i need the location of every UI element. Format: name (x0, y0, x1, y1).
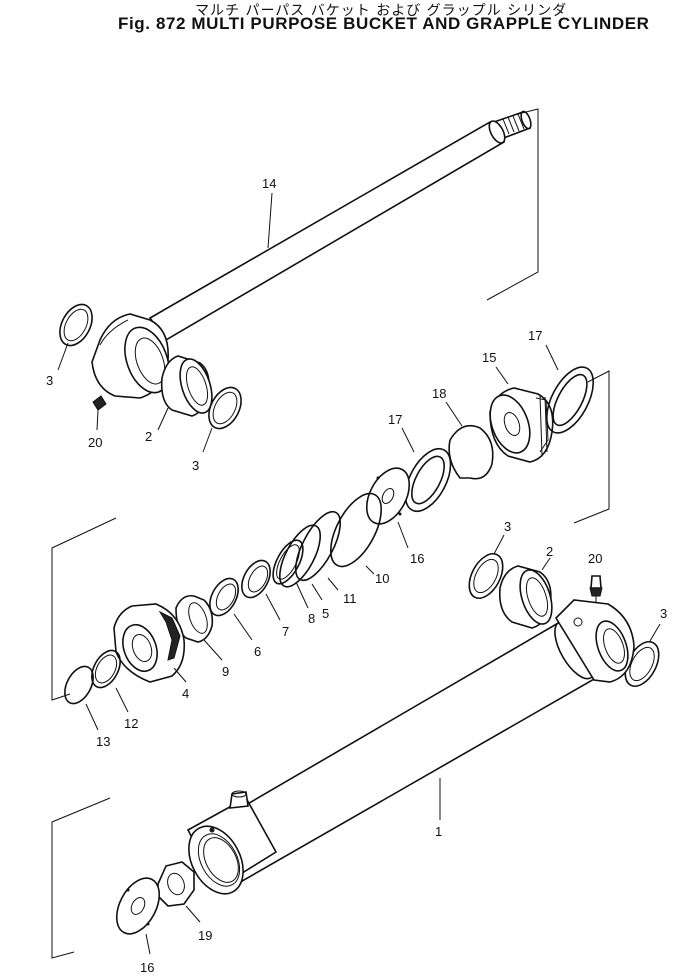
grease-fitting-upper (92, 395, 107, 431)
callout-12: 12 (124, 716, 138, 731)
callout-3-upper-left: 3 (46, 373, 53, 388)
callout-7: 7 (282, 624, 289, 639)
callout-18: 18 (432, 386, 446, 401)
callout-17-lower: 17 (388, 412, 402, 427)
callout-6: 6 (254, 644, 261, 659)
title-japanese: マルチ パーパス バケット および グラップル シリンダ (195, 3, 568, 19)
ring-3-right-upper (468, 534, 505, 599)
bushing-2-right (498, 557, 553, 629)
piston-assembly-15 (489, 366, 554, 463)
figure-title: マルチ パーパス バケット および グラップル シリンダ Fig. 872 MU… (0, 0, 673, 40)
callout-2-upper: 2 (145, 429, 152, 444)
plate-16-bottom (115, 877, 161, 955)
wear-ring-18 (445, 401, 494, 480)
rod-eye (91, 313, 170, 399)
cylinder-tube (186, 599, 635, 895)
callout-8: 8 (308, 611, 315, 626)
callout-2-right: 2 (546, 544, 553, 559)
callout-4: 4 (182, 686, 189, 701)
callout-15: 15 (482, 350, 496, 365)
title-english: Fig. 872 MULTI PURPOSE BUCKET AND GRAPPL… (118, 14, 650, 33)
callout-14: 14 (262, 176, 276, 191)
callout-20-upper: 20 (88, 435, 102, 450)
o-ring-10 (330, 492, 382, 575)
cylinder-head-4 (113, 603, 187, 683)
callout-1: 1 (435, 824, 442, 839)
bracket-left (51, 517, 117, 701)
rod-leader (267, 108, 539, 301)
backup-ring-17-lower (401, 427, 452, 512)
bracket-right (573, 370, 610, 524)
callout-13: 13 (96, 734, 110, 749)
bushing-9 (175, 594, 223, 661)
callout-10: 10 (375, 571, 389, 586)
grease-fitting-right (589, 575, 603, 618)
callout-9: 9 (222, 664, 229, 679)
callout-11: 11 (343, 591, 357, 606)
ring-8 (272, 539, 309, 609)
piston-rod (91, 110, 532, 399)
callout-3-upper-center: 3 (192, 458, 199, 473)
callout-20-right: 20 (588, 551, 602, 566)
callout-3-right-upper: 3 (504, 519, 511, 534)
snap-ring-12 (91, 649, 129, 713)
nut-19 (157, 861, 201, 923)
callout-3-right-lower: 3 (660, 606, 667, 621)
callout-5: 5 (322, 606, 329, 621)
plate-16-center (365, 467, 411, 549)
seal-6 (209, 577, 253, 641)
backup-ring-17-upper (545, 344, 594, 434)
ring-3-upper-center (202, 386, 242, 453)
bushing-2-upper (157, 355, 213, 431)
snap-ring-13 (64, 665, 99, 731)
callout-16-bottom: 16 (140, 960, 154, 975)
seal-7 (241, 559, 281, 621)
callout-19: 19 (198, 928, 212, 943)
callout-16-center: 16 (410, 551, 424, 566)
ring-3-upper-left (57, 303, 93, 371)
bracket-bottom (51, 797, 111, 959)
callout-17-upper: 17 (528, 328, 542, 343)
